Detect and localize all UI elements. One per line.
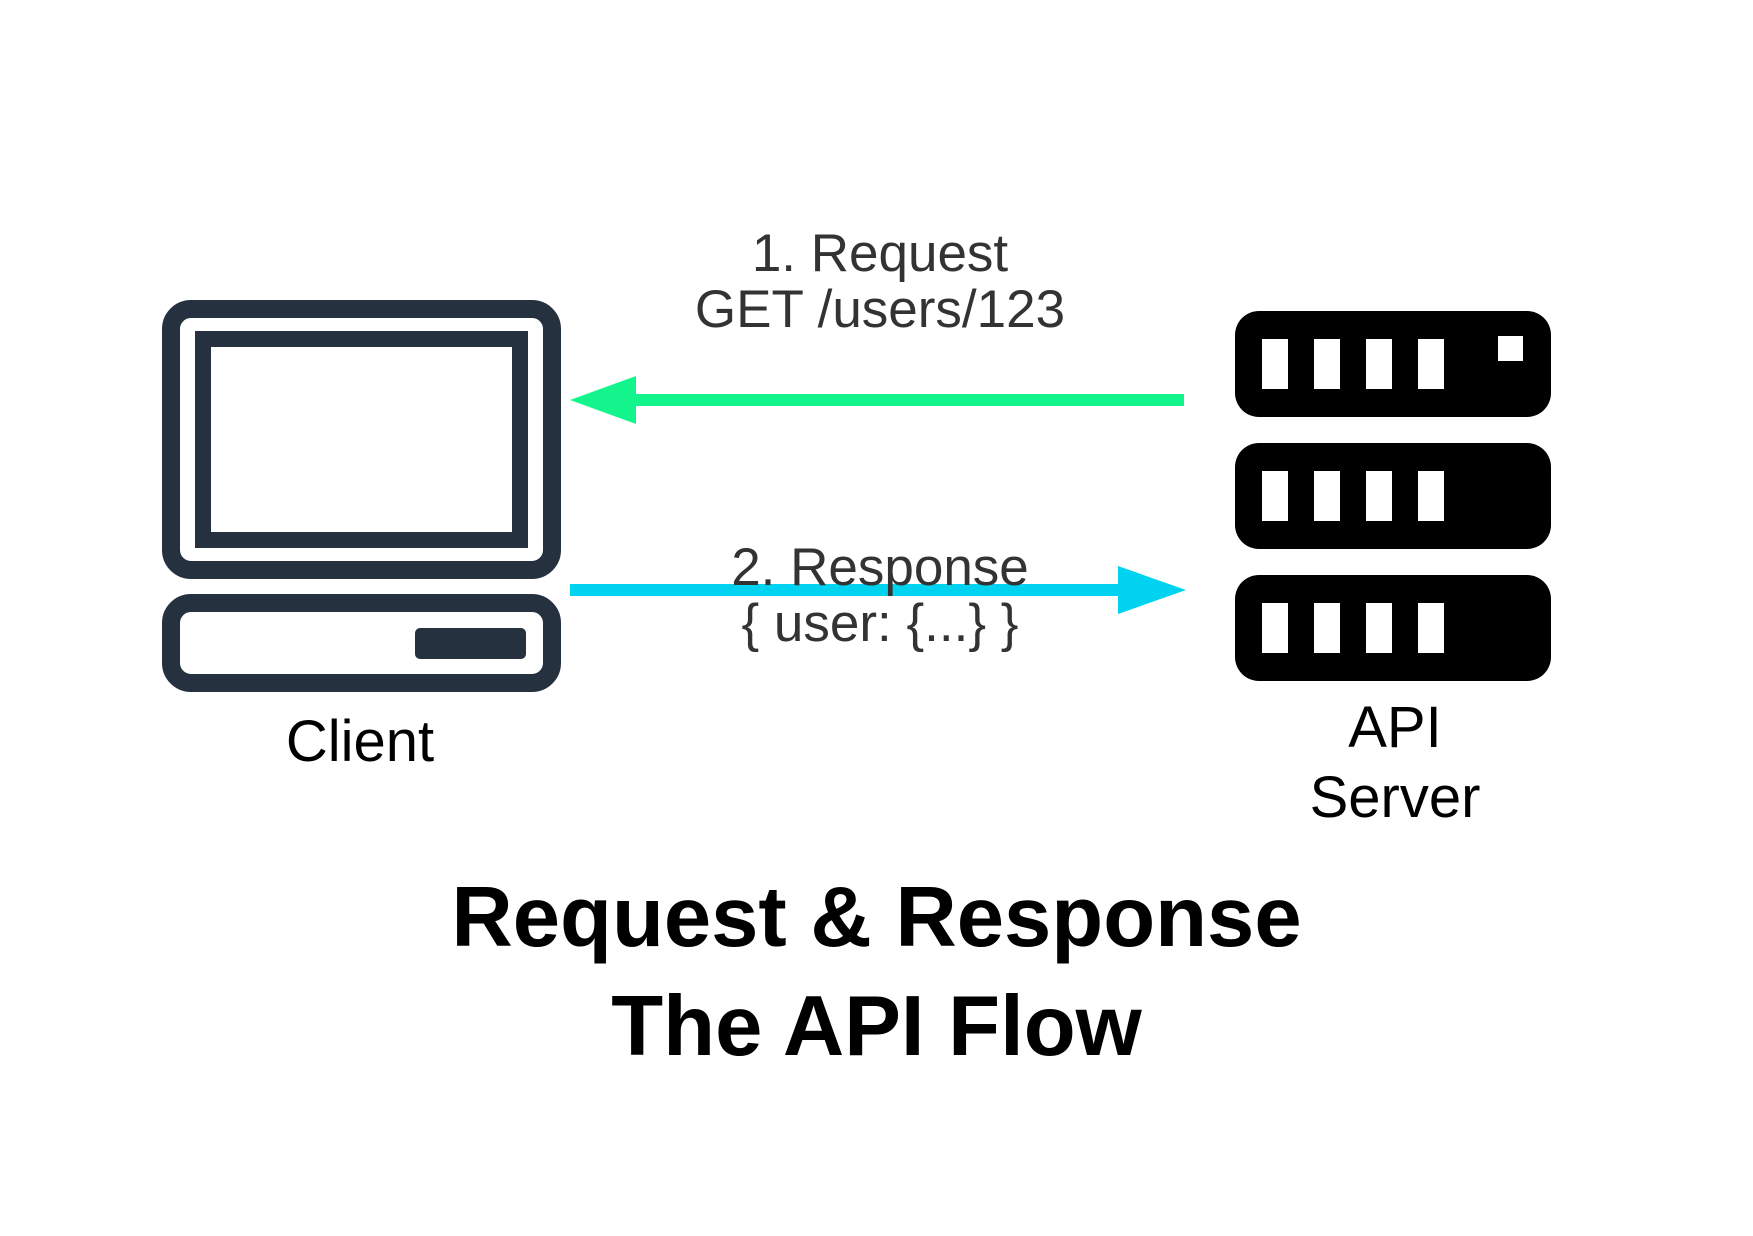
server-unit: [1235, 311, 1551, 417]
client-label: Client: [285, 709, 435, 774]
response-arrow: [570, 566, 1186, 614]
server-status-light: [1498, 336, 1523, 361]
drive-slot: [415, 628, 526, 659]
monitor-frame: [162, 300, 561, 579]
response-label: 2. Response { user: {...} }: [640, 540, 1120, 651]
computer-base: [162, 594, 561, 692]
server-label-line2: Server: [1309, 764, 1481, 830]
response-label-line2: { user: {...} }: [741, 593, 1019, 653]
server-label-line1: API: [1348, 695, 1442, 760]
request-arrow: [570, 376, 1184, 424]
server-unit: [1235, 443, 1551, 549]
request-label-line2: GET /users/123: [694, 279, 1066, 339]
diagram-title: Request & Response The API Flow: [0, 864, 1753, 1082]
title-line1: Request & Response: [451, 870, 1302, 965]
request-label-line1: 1. Request: [751, 224, 1009, 283]
server-unit: [1235, 575, 1551, 681]
server-label: API Server: [1240, 693, 1550, 832]
server-rack-icon: [1235, 311, 1551, 681]
title-line2: The API Flow: [611, 978, 1142, 1074]
response-label-line1: 2. Response: [731, 538, 1029, 597]
request-label: 1. Request GET /users/123: [640, 226, 1120, 337]
response-arrowhead: [1118, 566, 1186, 614]
request-arrowhead: [570, 376, 636, 424]
desktop-computer-icon: [162, 300, 561, 692]
monitor-screen: [195, 331, 528, 548]
